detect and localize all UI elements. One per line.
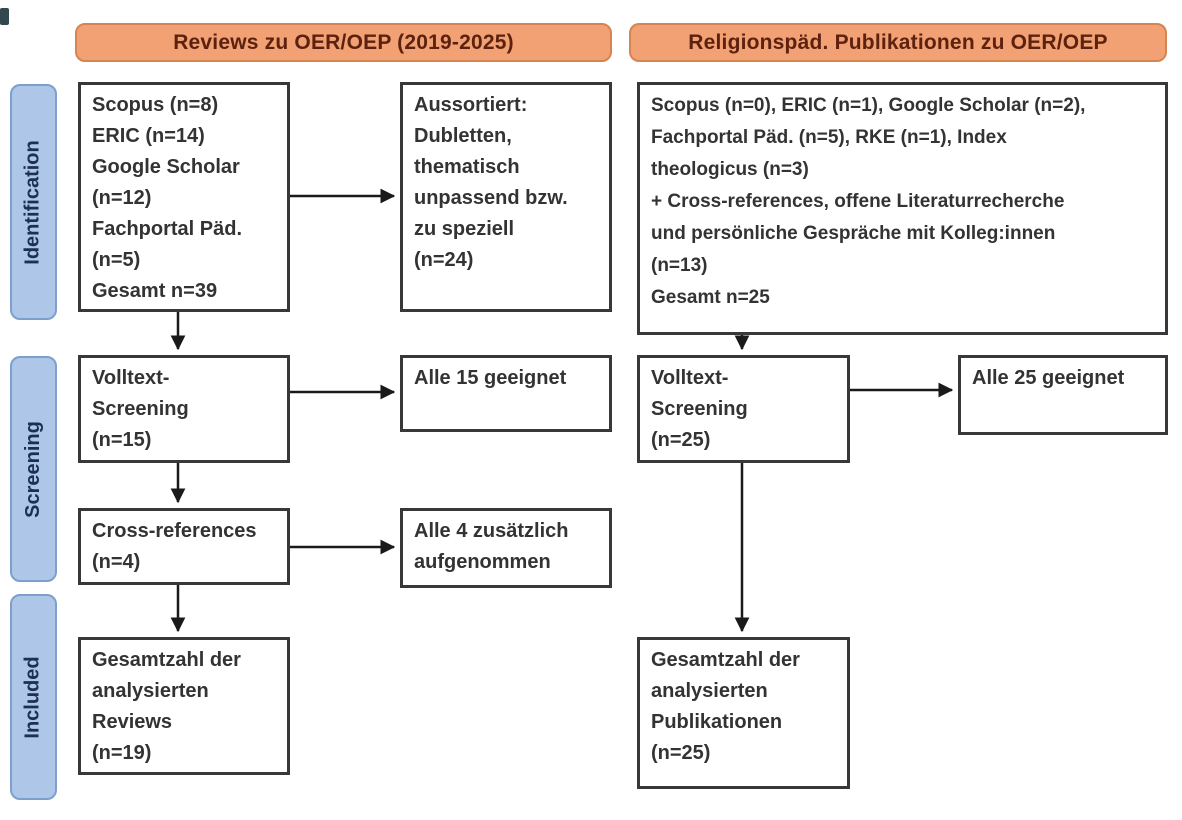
left-total-included-box: Gesamtzahl der analysierten Reviews (n=1… xyxy=(78,637,290,775)
right-all-eligible-box: Alle 25 geeignet xyxy=(958,355,1168,435)
left-cross-references-box: Cross-references (n=4) xyxy=(78,508,290,585)
stage-label-screening: Screening xyxy=(10,356,57,582)
stage-label-identification: Identification xyxy=(10,84,57,320)
left-column-header-label: Reviews zu OER/OEP (2019-2025) xyxy=(173,30,514,54)
left-additionally-included-box: Alle 4 zusätzlich aufgenommen xyxy=(400,508,612,588)
right-identification-sources-box: Scopus (n=0), ERIC (n=1), Google Scholar… xyxy=(637,82,1168,335)
right-total-included-box: Gesamtzahl der analysierten Publikatione… xyxy=(637,637,850,789)
right-column-header: Religionspäd. Publikationen zu OER/OEP xyxy=(629,23,1167,62)
right-fulltext-screening-box: Volltext- Screening (n=25) xyxy=(637,355,850,463)
left-all-eligible-box: Alle 15 geeignet xyxy=(400,355,612,432)
left-identification-sources-box: Scopus (n=8) ERIC (n=14) Google Scholar … xyxy=(78,82,290,312)
stage-label-included: Included xyxy=(10,594,57,800)
left-column-header: Reviews zu OER/OEP (2019-2025) xyxy=(75,23,612,62)
corner-artifact-mark xyxy=(0,8,9,25)
right-column-header-label: Religionspäd. Publikationen zu OER/OEP xyxy=(688,30,1108,54)
left-excluded-box: Aussortiert: Dubletten, thematisch unpas… xyxy=(400,82,612,312)
left-fulltext-screening-box: Volltext- Screening (n=15) xyxy=(78,355,290,463)
